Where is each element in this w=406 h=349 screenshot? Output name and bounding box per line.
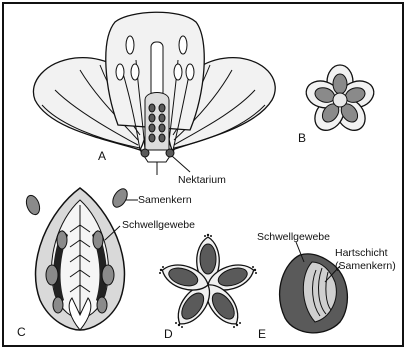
panel-a-flower: Nektarium A bbox=[33, 12, 275, 186]
label-nektarium: Nektarium bbox=[178, 174, 226, 186]
panel-e-seed: Schwellgewebe Hartschicht (Samenkern) E bbox=[257, 231, 396, 341]
panel-b-flower-top bbox=[303, 65, 378, 136]
nectary-left bbox=[141, 149, 149, 157]
flower-center-b bbox=[333, 93, 347, 107]
panel-d-fruit-cross bbox=[159, 234, 257, 331]
label-a: A bbox=[98, 149, 106, 163]
nektarium-leader bbox=[172, 156, 190, 172]
label-samenkern: Samenkern bbox=[138, 194, 192, 206]
label-d: D bbox=[164, 327, 173, 341]
label-schwellgewebe-e: Schwellgewebe bbox=[257, 231, 330, 243]
label-hartschicht: Hartschicht bbox=[335, 247, 388, 259]
panel-c-fruit: Samenkern Schwellgewebe C bbox=[17, 186, 195, 339]
label-e: E bbox=[258, 327, 266, 341]
seed-outside-right bbox=[110, 186, 130, 209]
label-b: B bbox=[298, 131, 306, 145]
seed-outside-left bbox=[24, 194, 42, 217]
label-schwellgewebe-c: Schwellgewebe bbox=[122, 219, 195, 231]
lobes-d bbox=[159, 237, 257, 330]
label-hartschicht-paren: (Samenkern) bbox=[335, 260, 396, 272]
label-c: C bbox=[17, 325, 26, 339]
nectary-right bbox=[166, 149, 174, 157]
